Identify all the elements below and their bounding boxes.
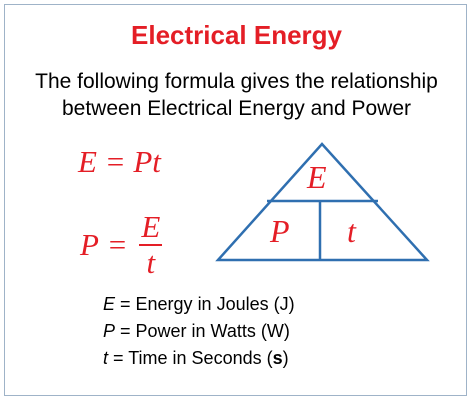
legend-text: = Time in Seconds ( [108,348,273,368]
legend-symbol: P [103,321,116,341]
intro-line-1: The following formula gives the relation… [35,70,438,93]
legend-close: ) [282,348,289,368]
energy-formula-lhs: E [78,144,97,179]
energy-formula-rhs: Pt [133,144,161,179]
legend-text: = Power in Watts (W) [115,321,290,341]
energy-formula-equals: = [96,144,134,179]
triangle-label-bottom-right: t [347,213,356,249]
power-formula-lhs: P [80,227,99,262]
legend-item-energy: E = Energy in Joules (J) [103,294,295,315]
legend-item-power: P = Power in Watts (W) [103,321,290,342]
intro-line-2: between Electrical Energy and Power [61,97,412,120]
power-formula-denominator: t [146,245,156,280]
triangle-label-top: E [307,159,327,195]
page-title: Electrical Energy [131,20,342,50]
legend-symbol: t [103,348,109,368]
legend-unit: s [272,348,283,368]
card-frame [4,4,467,396]
legend-symbol: E [103,294,116,314]
formula-triangle [215,142,430,262]
power-formula-numerator: E [139,209,163,246]
energy-formula: E = Pt [78,144,161,180]
legend-text: = Energy in Joules (J) [115,294,295,314]
legend-item-time: t = Time in Seconds (s) [103,348,289,369]
triangle-label-bottom-left: P [270,213,290,249]
power-formula-equals: = [98,227,136,262]
